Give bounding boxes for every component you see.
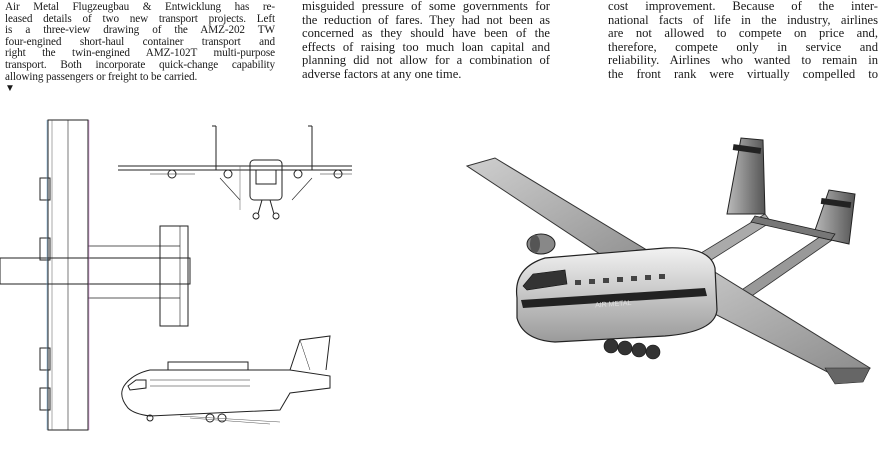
paragraph-line: therefore, compete only in service and xyxy=(608,39,878,54)
paragraph-line: cost improvement. Because of the inter- xyxy=(608,0,878,13)
front-view xyxy=(118,125,352,220)
paragraph-line: effects of raising too much loan capital… xyxy=(302,39,550,54)
paragraph-line: are not allowed to compete on price and, xyxy=(608,26,878,41)
three-view-drawing xyxy=(0,119,352,431)
aircraft-model-photo: AIR METAL xyxy=(465,118,885,398)
paragraph-line: the front rank were virtually compelled … xyxy=(608,66,878,81)
caption-line: is a three-view drawing of the AMZ-202 T… xyxy=(5,24,275,37)
paragraph-line: the reduction of fares. They had not bee… xyxy=(302,12,550,27)
caption-marker-icon: ▼ xyxy=(5,83,15,95)
caption-line: four-engined short-haul container transp… xyxy=(5,35,275,48)
landing-gear xyxy=(603,338,661,360)
tail-fin-left xyxy=(726,137,766,215)
paragraph-line: national facts of life in the industry, … xyxy=(608,12,878,27)
caption-line: Air Metal Flugzeugbau & Entwicklung has … xyxy=(5,1,275,13)
paragraph-line: adverse factors at any one time. xyxy=(302,66,462,81)
paragraph-line: reliability. Airlines who wanted to rema… xyxy=(608,53,878,68)
cockpit-windows xyxy=(522,269,568,291)
side-view xyxy=(121,335,331,425)
article-column-2: misguided pressure of some governments f… xyxy=(302,0,550,82)
livery-text: AIR METAL xyxy=(595,300,632,310)
caption-line: leased details of two new transport proj… xyxy=(5,12,275,25)
caption-line: transport. Both incorporate quick-change… xyxy=(5,58,275,71)
paragraph-line: planning did not allow for a combination… xyxy=(302,53,550,68)
article-column-3: cost improvement. Because of the inter- … xyxy=(608,0,878,82)
caption-line: allowing passengers or freight to be car… xyxy=(5,70,198,83)
figure-caption: Air Metal Flugzeugbau & Entwicklung has … xyxy=(5,1,275,95)
paragraph-line: concerned as they should have been of th… xyxy=(302,26,550,41)
plan-view xyxy=(0,119,191,431)
paragraph-line: misguided pressure of some governments f… xyxy=(302,0,550,13)
caption-line: right the twin-engined AMZ-102T multi-pu… xyxy=(5,47,275,60)
